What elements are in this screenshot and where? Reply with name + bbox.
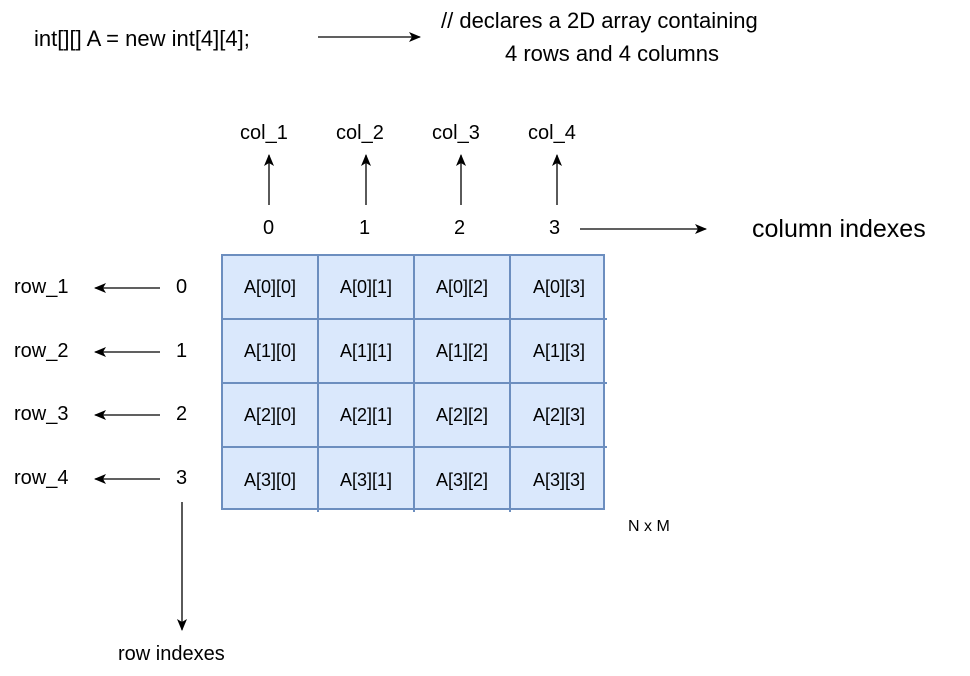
col-3-label: col_3 [432,122,480,144]
row-index-2: 2 [176,403,188,425]
array-cell: A[0][0] [223,256,319,320]
array-cell: A[0][1] [319,256,415,320]
col-index-3: 3 [549,217,561,239]
array-cell: A[3][2] [415,448,511,512]
col-1-label: col_1 [240,122,288,144]
row-index-1: 1 [176,340,188,362]
array-cell: A[2][2] [415,384,511,448]
array-cell: A[2][3] [511,384,607,448]
column-indexes-label: column indexes [752,215,926,243]
row-1-label: row_1 [14,276,69,298]
col-2-label: col_2 [336,122,384,144]
array-cell: A[1][0] [223,320,319,384]
array-cell: A[0][2] [415,256,511,320]
array-cell: A[3][3] [532,469,586,490]
col-index-2: 2 [454,217,466,239]
row-4-label: row_4 [14,467,69,489]
array-cell: A[2][0] [223,384,319,448]
row-2-label: row_2 [14,340,69,362]
declaration-comment-line-1: // declares a 2D array containing [441,8,758,33]
array-grid: A[0][0] A[0][1] A[0][2] A[0][3] A[1][0] … [221,254,607,512]
col-index-1: 1 [359,217,371,239]
col-4-label: col_4 [528,122,576,144]
array-cell: A[1][2] [415,320,511,384]
declaration-comment-line-2: 4 rows and 4 columns [505,41,719,66]
row-indexes-label: row indexes [118,643,225,665]
row-index-3: 3 [176,467,188,489]
declaration-code: int[][] A = new int[4][4]; [34,26,250,51]
array-cell: A[2][1] [319,384,415,448]
array-cell: A[3][0] [223,448,319,512]
array-cell: A[1][1] [319,320,415,384]
row-index-0: 0 [176,276,188,298]
array-cell: A[0][3] [511,256,607,320]
array-size-label: N x M [628,518,670,535]
array-cell: A[3][1] [319,448,415,512]
array-cell: A[1][3] [511,320,607,384]
row-3-label: row_3 [14,403,69,425]
col-index-0: 0 [263,217,275,239]
